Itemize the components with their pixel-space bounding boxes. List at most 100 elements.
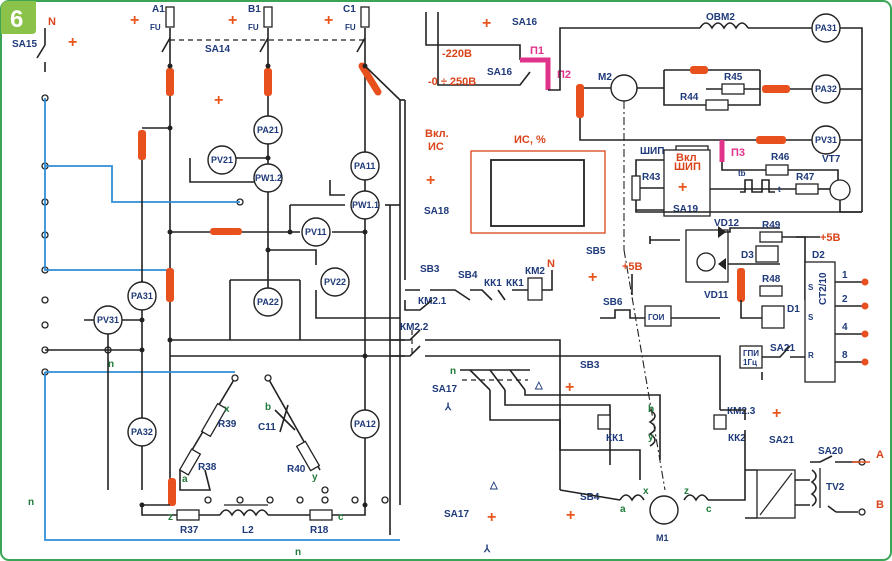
wire — [788, 169, 839, 182]
label-s2: S — [808, 313, 814, 322]
wire — [740, 300, 762, 319]
coil-km2[interactable] — [527, 277, 543, 301]
label-m2: M2 — [598, 72, 612, 83]
label-goi: ГОИ — [648, 313, 665, 322]
plus-mark: + — [487, 509, 496, 526]
capacitor-c11 — [274, 404, 296, 433]
counter-d2 — [804, 261, 836, 383]
meter-pw12[interactable]: PW1.2 — [253, 163, 283, 193]
red-jumper — [762, 85, 790, 93]
resistor-r40 — [295, 440, 321, 472]
meter-pa12[interactable]: PA12 — [350, 409, 380, 439]
meter-pa11[interactable]: PA11 — [350, 151, 380, 181]
delta-symbol: △ — [534, 380, 543, 391]
svg-text:PA11: PA11 — [354, 161, 375, 171]
meter-pv21[interactable]: PV21 — [207, 145, 237, 175]
label-b1: B1 — [248, 4, 261, 15]
wire — [782, 236, 806, 300]
meter-pa22[interactable]: PA22 — [253, 287, 283, 317]
meter-pa21[interactable]: PA21 — [253, 115, 283, 145]
label-r48: R48 — [762, 274, 781, 285]
control-chain — [405, 289, 528, 301]
label-a: a — [182, 474, 188, 485]
wire — [189, 158, 268, 183]
winding-b — [648, 409, 656, 447]
terminal-y — [321, 486, 329, 494]
label-r37: R37 — [180, 525, 199, 536]
label-sa21b: SA21 — [769, 435, 794, 446]
label-kk2: КК2 — [728, 433, 746, 444]
label-n-km2: N — [547, 258, 555, 270]
meter-pv11[interactable]: PV11 — [301, 217, 331, 247]
meter-pa32r[interactable]: PA32 — [811, 74, 841, 104]
sa16-blade — [490, 71, 531, 86]
d1-box — [761, 305, 785, 329]
label-ovm2: ОВМ2 — [706, 12, 735, 23]
transformer-tv2 — [810, 469, 817, 507]
kk2-heater — [713, 414, 727, 430]
plus-mark: + — [228, 12, 237, 29]
label-r46: R46 — [771, 152, 790, 163]
label-a1: A1 — [152, 4, 165, 15]
plus-mark: + — [678, 179, 687, 196]
label-sa20: SA20 — [818, 446, 843, 457]
label-t: t — [778, 185, 781, 194]
r38-loop — [179, 469, 212, 491]
fuse-b1 — [263, 6, 273, 28]
motor-m1[interactable]: M1 — [649, 495, 679, 543]
wire — [524, 390, 661, 460]
wire — [745, 469, 810, 519]
svg-text:PA22: PA22 — [257, 297, 279, 307]
meter-pv22[interactable]: PV22 — [320, 267, 350, 297]
diode-vd12 — [718, 226, 726, 238]
label-s: S — [808, 283, 814, 292]
sb6-button[interactable] — [600, 309, 645, 319]
wire — [839, 200, 862, 213]
plus-mark: + — [772, 405, 781, 422]
meter-pa31[interactable]: PA31 — [127, 281, 157, 311]
meter-pw11[interactable]: PW1.1 — [350, 190, 380, 220]
label-c-m1: c — [706, 504, 712, 515]
pulse-waveform — [740, 179, 775, 193]
label-pin8: 8 — [842, 350, 848, 361]
label-n-top: N — [48, 16, 56, 28]
label-sb5: SB5 — [586, 246, 606, 257]
terminal-dots-bottom — [204, 496, 389, 504]
svg-text:PV11: PV11 — [305, 227, 327, 237]
d3-box — [755, 245, 779, 263]
label-sa16: SA16 — [512, 17, 537, 28]
meter-pa32[interactable]: PA32 — [127, 417, 157, 447]
mech-link — [623, 249, 666, 491]
blue-wire-4 — [44, 372, 400, 541]
sa14-blade-c — [356, 37, 366, 53]
meter-pa31r[interactable]: PA31 — [811, 13, 841, 43]
wire — [490, 44, 521, 60]
red-jumpers — [138, 68, 745, 506]
label-A: A — [876, 449, 884, 461]
svg-text:PW1.1: PW1.1 — [352, 200, 379, 210]
label-p1: П1 — [530, 45, 544, 57]
meter-pv31r[interactable]: PV31 — [811, 125, 841, 155]
label-b-m1: b — [648, 404, 654, 415]
meter-m2[interactable] — [610, 74, 638, 102]
label-sa17: SA17 — [432, 384, 457, 395]
wire — [141, 505, 170, 516]
svg-text:PA31: PA31 — [131, 291, 153, 301]
meter-pv31[interactable]: PV31 — [93, 305, 123, 335]
label-km21: КМ2.1 — [418, 296, 447, 307]
svg-text:PV21: PV21 — [211, 155, 233, 165]
star-symbol-2: ⅄ — [483, 544, 491, 555]
svg-text:PA12: PA12 — [354, 419, 376, 429]
label-a-m1: a — [620, 504, 626, 515]
wire-0250 — [437, 12, 490, 86]
wire — [489, 390, 641, 480]
plus-mark: + — [214, 92, 223, 109]
junction-dots — [139, 63, 368, 508]
label-fu3: FU — [345, 23, 356, 32]
terminal-B — [858, 508, 866, 516]
plus-mark: + — [324, 12, 333, 29]
wire — [548, 27, 700, 91]
label-st210: СТ2/10 — [818, 272, 829, 305]
sa19-box[interactable] — [663, 149, 711, 217]
